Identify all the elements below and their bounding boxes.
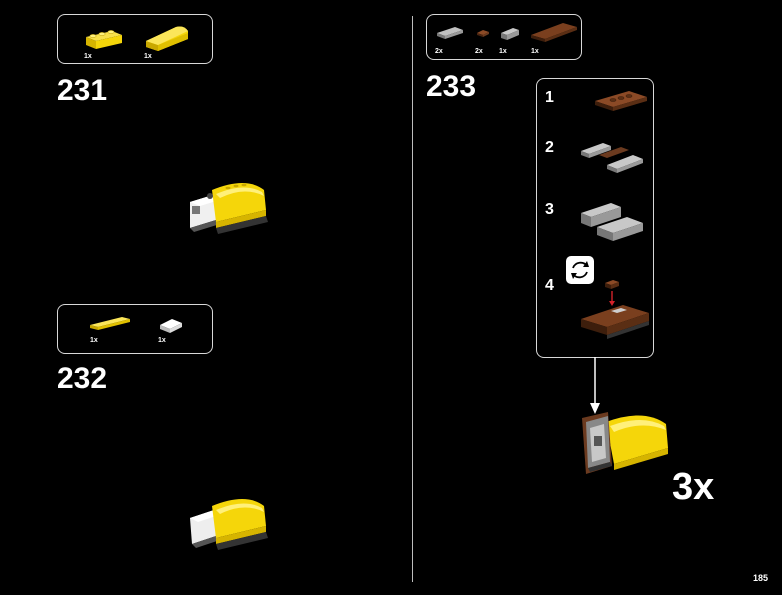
part-qty: 1x [84, 53, 92, 60]
yellow-tile-1x4-icon [90, 317, 130, 330]
substep-2-illustration [581, 143, 643, 173]
parts-callout-233: 2x 2x 1x 1x [426, 14, 582, 60]
assembly-illustration-232 [190, 499, 268, 550]
substep-4-illustration [581, 280, 649, 339]
rotate-icon [566, 256, 594, 284]
step-number-233: 233 [426, 70, 477, 103]
substep-number-2: 2 [545, 139, 554, 156]
assembly-illustration-233 [582, 412, 668, 474]
grey-bracket-icon [501, 28, 519, 40]
step-number-232: 232 [57, 362, 108, 395]
parts-callout-232: 1x 1x [57, 304, 213, 354]
grey-plate-icon [437, 27, 463, 39]
repeat-multiplier: 3x [672, 466, 715, 508]
brown-tile-icon [477, 30, 489, 37]
part-qty: 1x [144, 53, 152, 60]
brown-plate-icon [531, 23, 577, 42]
part-qty: 1x [158, 337, 166, 344]
part-qty: 1x [531, 48, 539, 55]
substep-number-1: 1 [545, 89, 554, 106]
substep-3-illustration [581, 203, 643, 241]
part-qty: 1x [90, 337, 98, 344]
part-qty: 2x [475, 48, 483, 55]
white-slope-icon [160, 319, 182, 333]
assembly-illustration-231 [190, 183, 268, 234]
yellow-brick-1x3-icon [86, 30, 122, 49]
page-divider [412, 16, 413, 582]
step-number-231: 231 [57, 74, 108, 107]
page-number: 185 [752, 573, 768, 583]
parts-callout-231: 1x 1x [57, 14, 213, 64]
part-qty: 1x [499, 48, 507, 55]
substep-number-3: 3 [545, 201, 554, 218]
part-qty: 2x [435, 48, 443, 55]
arrow-down-icon [590, 357, 600, 414]
yellow-curved-slope-icon [146, 26, 188, 51]
substep-number-4: 4 [545, 277, 554, 294]
substep-1-illustration [595, 91, 647, 111]
subassembly-box: 1 2 3 4 [536, 78, 654, 358]
